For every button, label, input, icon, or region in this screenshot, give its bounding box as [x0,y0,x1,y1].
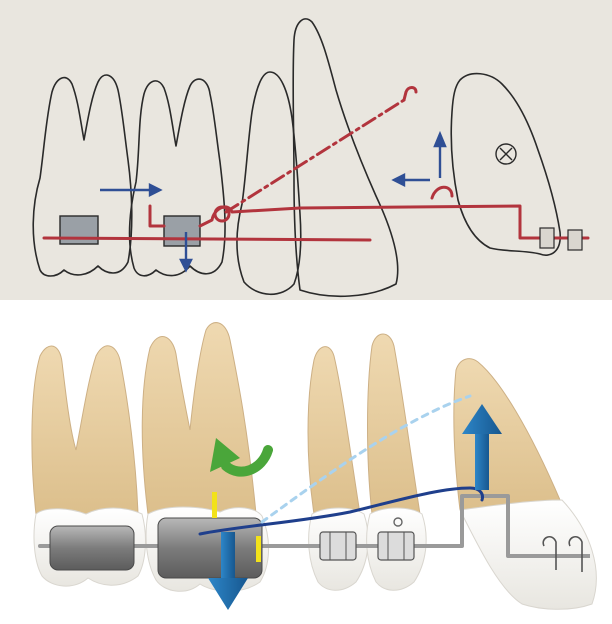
molar-tube-2 [164,216,200,246]
render-panel [0,300,612,624]
molar-tube-1 [60,216,98,244]
premolar-1-bracket [320,532,356,560]
marker-lateral [256,536,261,562]
schematic-drawing [0,0,612,300]
rendered-drawing [0,300,612,624]
marker-vertical [212,492,217,518]
molar-tube-1 [50,526,134,570]
incisor-bracket-1 [540,228,554,248]
schematic-panel [0,0,612,300]
base-archwire [44,238,370,240]
incisor-bracket-2 [568,230,582,250]
schematic-background [0,0,612,300]
premolar-2-bracket [378,532,414,560]
